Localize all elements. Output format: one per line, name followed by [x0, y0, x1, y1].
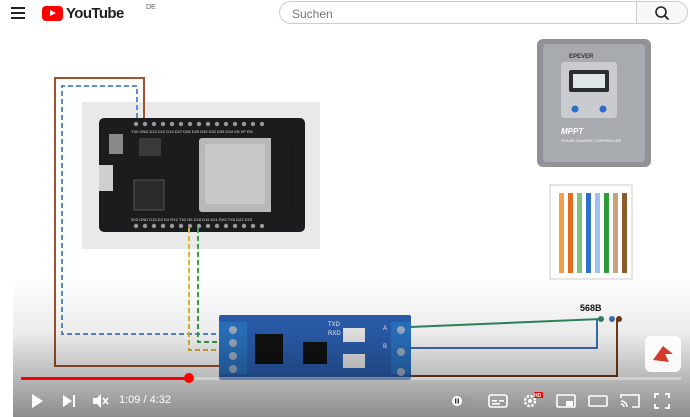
rs485-label-txd: TXD: [328, 322, 341, 328]
esp32-bottom-pins: [133, 223, 265, 229]
wire-blue-dashed: [61, 85, 219, 335]
channel-watermark-logo[interactable]: [645, 336, 681, 372]
youtube-wordmark: YouTube: [66, 4, 124, 22]
esp32-bottom-pin-labels: 3V3 GND D15 D2 D4 RX2 TX2 D5 D18 D19 D21…: [131, 217, 253, 222]
progress-played: [21, 377, 190, 380]
rj45-pinout: [549, 184, 633, 280]
miniplayer-button[interactable]: [551, 385, 581, 417]
rs485-resistor-2: [343, 354, 365, 368]
theater-button[interactable]: [583, 385, 613, 417]
play-button[interactable]: [23, 385, 51, 417]
top-bar: YouTube DE: [0, 0, 690, 30]
rs485-chip-2: [303, 342, 327, 364]
mppt-subtitle: SOLAR CHARGE CONTROLLER: [561, 138, 621, 143]
wire-brown-gnd: [410, 319, 618, 377]
wire-green-a: [409, 318, 602, 328]
fullscreen-button[interactable]: [647, 385, 677, 417]
time-current: 1:09: [119, 394, 141, 406]
cast-button[interactable]: [615, 385, 645, 417]
usb-port: [99, 165, 113, 191]
gear-icon: [523, 392, 543, 408]
subtitles-button[interactable]: [483, 385, 513, 417]
hamburger-icon[interactable]: [11, 7, 25, 19]
wire-brown-tx: [54, 77, 219, 367]
search-button[interactable]: [636, 1, 688, 24]
youtube-logo[interactable]: YouTube DE: [42, 4, 156, 22]
esp32-en-button: [109, 134, 123, 154]
search-box: [279, 1, 636, 25]
settings-hd-badge: HD: [534, 393, 542, 399]
play-icon: [32, 394, 43, 408]
rs485-chip: [255, 334, 283, 364]
wire-green-dashed: [197, 228, 219, 343]
youtube-play-logo-icon: [42, 5, 63, 21]
esp32-antenna: [271, 138, 295, 212]
wire-blue-b: [410, 319, 598, 349]
progress-scrubber[interactable]: [184, 373, 195, 383]
rs485-label-rxd: RXD: [328, 331, 341, 337]
next-button[interactable]: [55, 385, 83, 417]
subtitles-icon: [488, 394, 508, 408]
rs485-resistor: [343, 328, 365, 342]
mute-icon: [93, 394, 109, 408]
video-player[interactable]: TX0 GND D13 D12 D14 D27 D26 D25 D33 D32 …: [13, 30, 690, 417]
autoplay-toggle-icon: [451, 396, 473, 406]
time-separator: /: [143, 394, 147, 406]
rs485-label-a: A: [383, 326, 387, 332]
progress-bar[interactable]: [21, 373, 681, 383]
search-icon: [655, 6, 669, 20]
settings-button[interactable]: HD: [517, 385, 547, 417]
voltage-regulator: [139, 138, 161, 156]
rs485-label-b: B: [383, 344, 387, 350]
wire-yellow-dashed: [188, 228, 219, 351]
theater-icon: [588, 395, 608, 407]
miniplayer-icon: [556, 394, 576, 408]
esp32-top-pin-labels: TX0 GND D13 D12 D14 D27 D26 D25 D33 D32 …: [131, 129, 253, 134]
time-display: 1:09 / 4:32: [119, 394, 171, 406]
cast-icon: [620, 394, 640, 408]
esp32-shield: [205, 144, 265, 204]
next-icon: [63, 395, 75, 407]
usb-chip: [133, 179, 165, 211]
esp32-top-pins: [133, 121, 265, 127]
region-code: DE: [146, 4, 156, 11]
player-controls: 1:09 / 4:32 HD: [13, 385, 690, 417]
search-input[interactable]: [290, 2, 624, 25]
mppt-title: MPPT: [561, 127, 584, 136]
mute-button[interactable]: [87, 385, 115, 417]
wiring-diagram: TX0 GND D13 D12 D14 D27 D26 D25 D33 D32 …: [54, 39, 651, 380]
fullscreen-icon: [654, 393, 670, 409]
mppt-brand: EPEVER: [569, 54, 594, 60]
rj45-standard-label: 568B: [580, 303, 602, 313]
autoplay-toggle[interactable]: [447, 385, 477, 417]
time-total: 4:32: [149, 394, 172, 406]
